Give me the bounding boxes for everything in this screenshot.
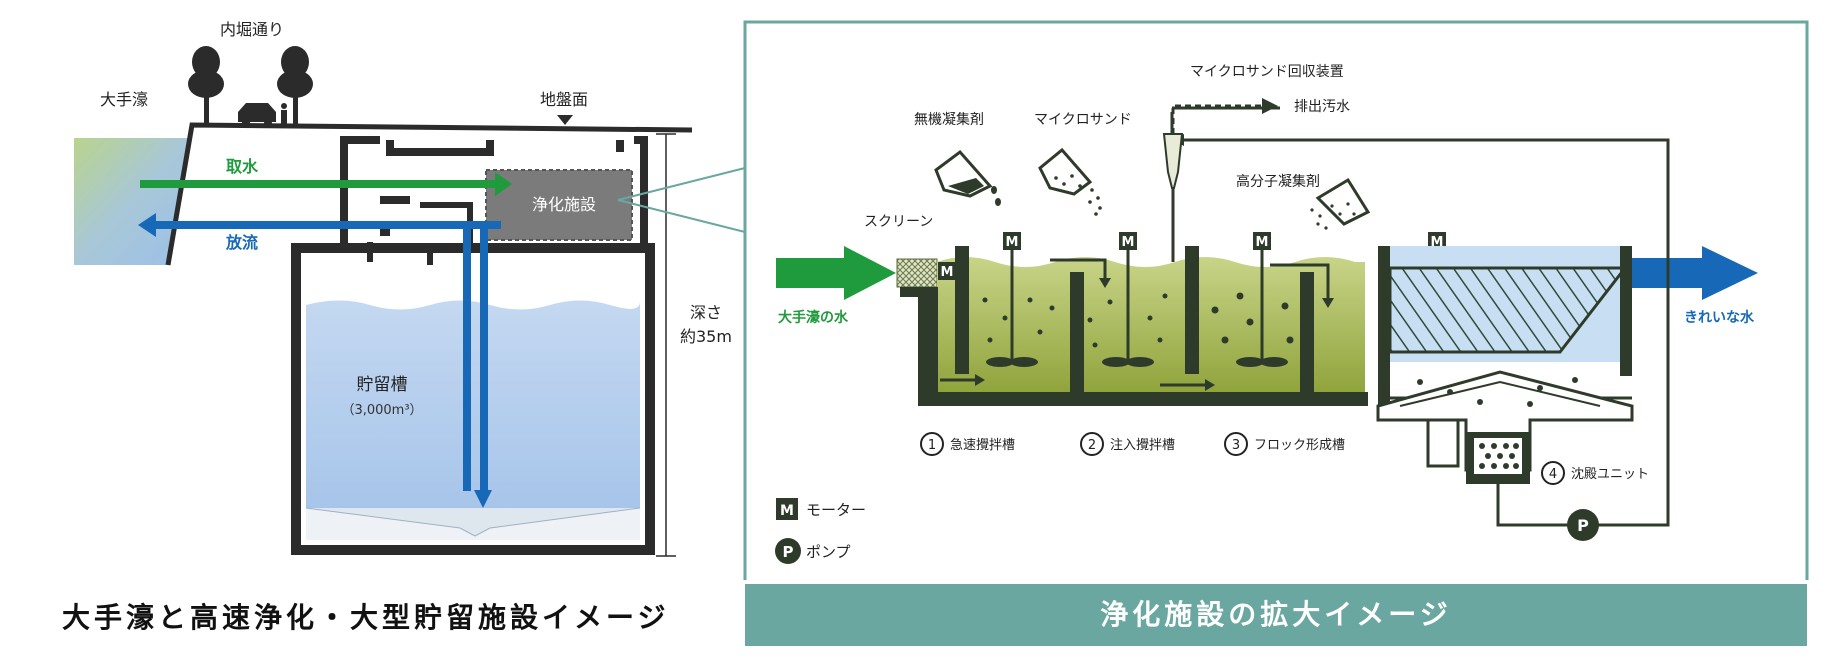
storage-tank-water: [306, 300, 640, 508]
svg-text:3: 3: [1232, 438, 1240, 453]
tank-label-1: 1 急速攪拌槽: [920, 432, 1015, 456]
svg-text:1: 1: [928, 438, 936, 453]
recovery-device: [1162, 98, 1278, 262]
inflow-label: 大手濠の水: [778, 309, 849, 326]
zoom-connector: [617, 167, 746, 233]
tank-label-4: 4 沈殿ユニット: [1541, 461, 1649, 485]
facility-label: 浄化施設: [532, 195, 596, 214]
right-diagram: M M M M M: [775, 64, 1758, 564]
tank-walls: [900, 246, 1368, 406]
screen-label: スクリーン: [864, 214, 933, 230]
ground-line: [165, 122, 693, 266]
storage-tank-wall: [291, 243, 655, 555]
legend-motor: M モーター: [776, 498, 866, 520]
intake-label: 取水: [226, 157, 259, 176]
svg-text:急速攪拌槽: 急速攪拌槽: [950, 438, 1015, 453]
tank-capacity: （3,000m³）: [341, 403, 422, 418]
svg-text:P: P: [783, 543, 794, 561]
left-diagram: 内堀通り 大手濠 地盤面 取水 放流 浄化施設 深さ 約35m 貯留槽 （3,0…: [74, 20, 732, 557]
svg-text:沈殿ユニット: 沈殿ユニット: [1571, 467, 1649, 482]
svg-text:4: 4: [1549, 467, 1557, 482]
road-label: 内堀通り: [220, 20, 284, 39]
moat-label: 大手濠: [100, 90, 148, 109]
screen-mesh: [896, 258, 938, 288]
discharge-label: 放流: [225, 233, 258, 252]
ground-label: 地盤面: [540, 90, 588, 109]
tree-icon: [188, 46, 313, 125]
tank-flow-arrowheads: [975, 278, 1334, 391]
svg-text:P: P: [1577, 516, 1589, 535]
tank-label: 貯留槽: [357, 375, 408, 395]
settled-sand: [1417, 377, 1578, 469]
svg-text:ポンプ: ポンプ: [806, 543, 851, 561]
floc-particles: [982, 292, 1294, 348]
purification-facility-box: [485, 169, 633, 241]
svg-text:M: M: [941, 265, 954, 280]
svg-text:M: M: [1122, 235, 1135, 250]
diagram-svg: 内堀通り 大手濠 地盤面 取水 放流 浄化施設 深さ 約35m 貯留槽 （3,0…: [74, 20, 1809, 586]
depth-label-2: 約35m: [680, 327, 732, 346]
polymer-container-icon: [1310, 177, 1371, 230]
tank-flow-arrows: [940, 258, 1330, 387]
motor-letters: M M M M M: [941, 235, 1444, 280]
microsand-container-icon: [1038, 147, 1102, 216]
motor-icons: [938, 232, 1446, 280]
discharge-arrow: [138, 213, 501, 508]
svg-text:M: M: [780, 503, 794, 519]
svg-text:2: 2: [1088, 438, 1096, 453]
svg-text:モーター: モーター: [806, 501, 866, 519]
svg-text:M: M: [1256, 235, 1269, 250]
svg-text:M: M: [1006, 235, 1019, 250]
pump-icon: P: [1567, 509, 1599, 541]
inflow-arrow: [776, 246, 896, 300]
recovery-label: マイクロサンド回収装置: [1190, 64, 1344, 80]
coagulant-label: 無機凝集剤: [914, 111, 984, 128]
ground-marker-icon: [557, 115, 573, 125]
left-caption: 大手濠と高速浄化・大型貯留施設イメージ: [62, 601, 670, 634]
shaft-structure: [340, 136, 648, 248]
coagulant-container-icon: [934, 149, 1001, 206]
tank-label-3: 3 フロック形成槽: [1224, 432, 1345, 456]
right-caption: 浄化施設の拡大イメージ: [745, 584, 1807, 646]
person-icon: [281, 103, 287, 124]
car-icon: [238, 103, 276, 127]
outflow-label: きれいな水: [1684, 309, 1755, 326]
legend-pump: P ポンプ: [775, 538, 851, 564]
polymer-label: 高分子凝集剤: [1236, 173, 1320, 190]
svg-text:フロック形成槽: フロック形成槽: [1254, 438, 1345, 453]
tank-label-2: 2 注入攪拌槽: [1080, 432, 1175, 456]
intake-arrow: [140, 172, 512, 196]
microsand-label: マイクロサンド: [1034, 112, 1132, 128]
svg-text:注入攪拌槽: 注入攪拌槽: [1110, 438, 1175, 453]
depth-label-1: 深さ: [690, 303, 722, 322]
waste-discharge-label: 排出汚水: [1294, 99, 1350, 115]
moat-water: [74, 138, 190, 265]
depth-dimension: [656, 133, 676, 557]
mixers: [986, 250, 1288, 367]
